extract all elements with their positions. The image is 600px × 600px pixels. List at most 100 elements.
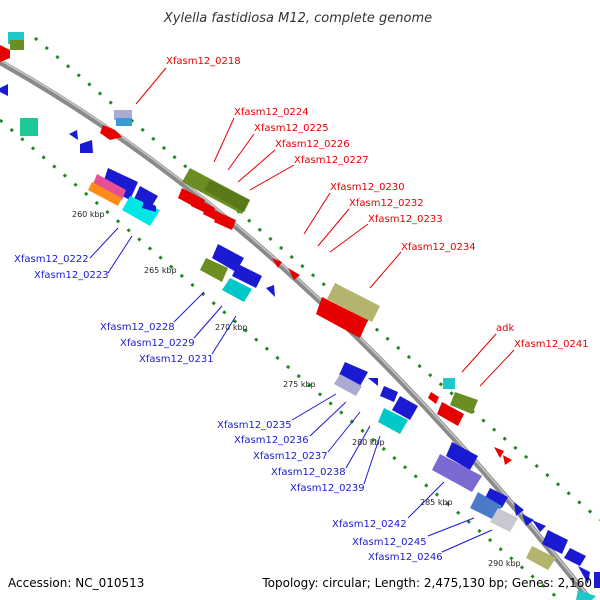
kbp-tick-label: 265 kbp (144, 266, 177, 275)
label-leader (173, 291, 205, 323)
accession-text: Accession: NC_010513 (8, 576, 144, 590)
label-leader (237, 149, 276, 183)
label-leader (427, 517, 475, 537)
gene-label: Xfasm12_0234 (401, 242, 476, 253)
gene-label: Xfasm12_0229 (120, 338, 195, 349)
gene-label: Xfasm12_0224 (234, 107, 309, 118)
gene-block (327, 283, 380, 322)
kbp-tick-label: 275 kbp (283, 380, 316, 389)
gene-block (378, 408, 408, 434)
gene-arrow (503, 455, 512, 465)
kbp-tick-label: 290 kbp (488, 559, 521, 568)
gene-arrow (576, 590, 596, 600)
label-leader (369, 251, 402, 289)
gene-block (446, 442, 478, 470)
label-leader (461, 333, 497, 373)
gene-arrow (437, 402, 464, 426)
label-leader (441, 529, 493, 553)
gene-block (212, 244, 244, 272)
gene-block (116, 118, 132, 126)
gene-block (204, 180, 250, 212)
kbp-tick-label: 285 kbp (420, 498, 453, 507)
gene-block (490, 508, 518, 532)
gene-label: Xfasm12_0235 (217, 420, 292, 431)
tick-track-outer (34, 36, 600, 522)
gene-label: Xfasm12_0228 (100, 322, 175, 333)
gene-block (20, 118, 38, 136)
label-leader (303, 192, 331, 235)
label-leader (211, 315, 237, 355)
label-leader (317, 208, 350, 247)
gene-label: Xfasm12_0246 (368, 552, 443, 563)
gene-arrow (69, 130, 78, 140)
gene-label: Xfasm12_0227 (294, 155, 369, 166)
gene-arrow (514, 502, 524, 516)
label-leader (89, 227, 119, 259)
gene-block (114, 110, 132, 120)
gene-block (443, 378, 455, 389)
label-leader (291, 393, 337, 421)
gene-label: Xfasm12_0241 (514, 339, 589, 350)
gene-arrow (522, 514, 534, 526)
label-leader (363, 435, 381, 485)
gene-block (222, 278, 252, 302)
label-leader (407, 481, 445, 519)
genome-backbone-highlight (0, 59, 591, 599)
label-leader (135, 67, 167, 105)
gene-arrow (578, 566, 590, 584)
gene-label: Xfasm12_0232 (349, 198, 424, 209)
gene-arrow (316, 297, 368, 338)
label-leader (193, 305, 223, 339)
gene-label: Xfasm12_0242 (332, 519, 407, 530)
label-leader (309, 401, 347, 437)
gene-label: Xfasm12_0237 (253, 451, 328, 462)
gene-block (564, 548, 586, 566)
kbp-tick-label: 280 kbp (352, 438, 385, 447)
gene-block (392, 396, 418, 420)
gene-label: adk (496, 323, 514, 334)
gene-label: Xfasm12_0238 (271, 467, 346, 478)
label-leader (327, 411, 361, 453)
label-leader (213, 117, 235, 163)
gene-arrow (80, 140, 93, 153)
label-leader (345, 425, 371, 469)
gene-label: Xfasm12_0245 (352, 537, 427, 548)
gene-block (526, 546, 556, 570)
gene-label: Xfasm12_0225 (254, 123, 329, 134)
gene-arrow (0, 84, 8, 96)
gene-block (10, 40, 24, 50)
gene-arrow (368, 378, 378, 386)
label-leader (227, 133, 255, 171)
gene-block (484, 488, 508, 508)
label-leader (329, 223, 369, 253)
forward-gene-labels: Xfasm12_0218 Xfasm12_0224 Xfasm12_0225 X… (135, 56, 589, 387)
gene-arrow (272, 258, 282, 268)
gene-label: Xfasm12_0236 (234, 435, 309, 446)
gene-arrow (100, 125, 122, 140)
gene-arrow (428, 392, 439, 404)
gene-label: Xfasm12_0226 (275, 139, 350, 150)
gene-block (122, 196, 160, 226)
gene-label: Xfasm12_0222 (14, 254, 89, 265)
gene-label: Xfasm12_0218 (166, 56, 241, 67)
gene-arrow (288, 268, 300, 280)
gene-label: Xfasm12_0223 (34, 270, 109, 281)
gene-arrow (214, 212, 236, 230)
map-title: Xylella fastidiosa M12, complete genome (163, 11, 432, 26)
label-leader (249, 164, 295, 191)
gene-block (200, 258, 228, 282)
gene-block (380, 386, 398, 402)
gene-block (542, 530, 568, 554)
kbp-scale: 260 kbp 265 kbp 270 kbp 275 kbp 280 kbp … (72, 210, 521, 568)
reverse-strand-genes (0, 84, 600, 588)
gene-block (232, 264, 262, 288)
gene-block (93, 174, 126, 200)
gene-arrow (142, 200, 156, 212)
gene-block (594, 572, 600, 588)
gene-label: Xfasm12_0230 (330, 182, 405, 193)
label-leader (479, 349, 515, 387)
gene-label: Xfasm12_0231 (139, 354, 214, 365)
kbp-tick-label: 260 kbp (72, 210, 105, 219)
tick-track-inner (0, 118, 561, 600)
